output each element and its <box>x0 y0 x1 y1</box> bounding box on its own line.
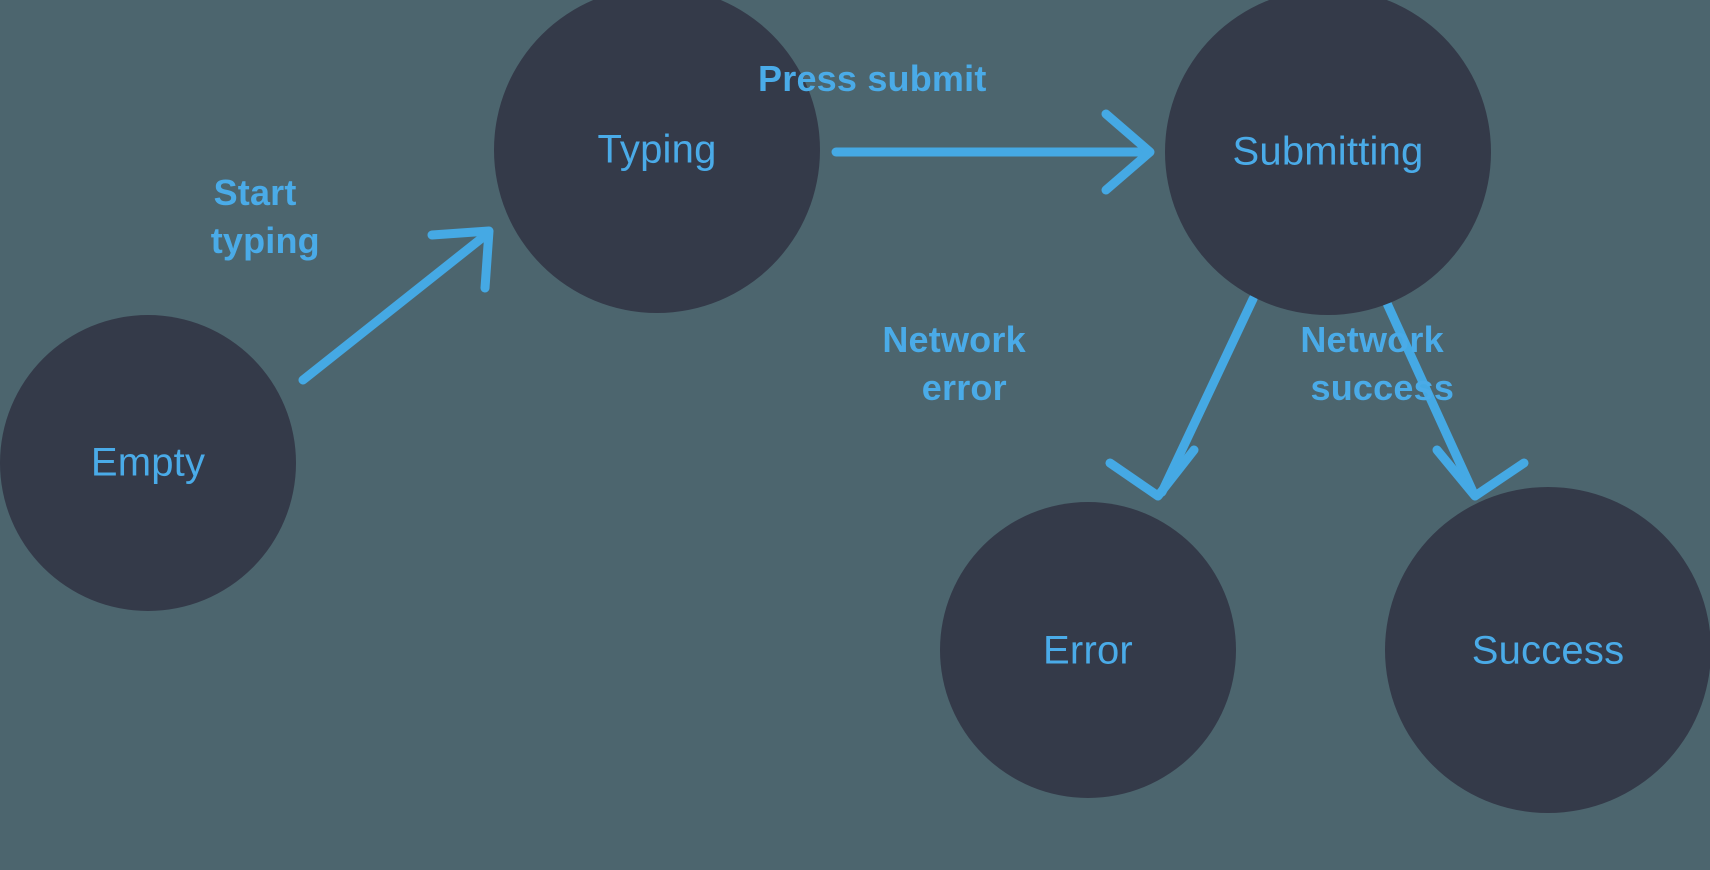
state-node-success[interactable]: Success <box>1385 487 1710 813</box>
state-circle-typing[interactable] <box>494 0 820 313</box>
transition-label-network-error-line-1: Network <box>882 319 1026 360</box>
state-circle-error[interactable] <box>940 502 1236 798</box>
transition-label-network-success-line-2: success <box>1311 367 1455 408</box>
state-label-error: Error <box>1043 629 1133 673</box>
state-label-typing: Typing <box>597 128 716 172</box>
transition-labels: Start typing Press submit Network error … <box>211 58 1535 408</box>
transition-label-network-success-line-1: Network <box>1300 319 1444 360</box>
transition-label-press-submit-line-1: Press submit <box>758 58 987 99</box>
start-typing-arrowhead <box>427 226 494 293</box>
transition-label-press-submit: Press submit <box>758 58 1058 99</box>
state-nodes: Empty Typing Submitting Error Success <box>0 0 1710 813</box>
transition-start-typing <box>298 226 494 385</box>
state-circle-empty[interactable] <box>0 315 296 611</box>
state-label-empty: Empty <box>91 441 205 485</box>
start-typing-arrow-line <box>298 229 492 385</box>
network-error-arrowhead <box>1105 445 1199 501</box>
state-label-submitting: Submitting <box>1233 130 1424 174</box>
transition-label-start-typing-line-2: typing <box>211 220 320 261</box>
state-node-empty[interactable]: Empty <box>0 315 296 611</box>
transition-network-error <box>1105 294 1258 501</box>
transition-label-network-error-line-2: error <box>922 367 1007 408</box>
press-submit-arrowhead <box>1101 109 1155 195</box>
transition-label-network-success: Network success <box>1300 319 1535 408</box>
network-success-arrow-line <box>1380 294 1478 497</box>
state-node-submitting[interactable]: Submitting <box>1165 0 1491 315</box>
transition-label-network-error: Network error <box>882 319 1117 408</box>
state-circle-success[interactable] <box>1385 487 1710 813</box>
transition-label-start-typing-line-1: Start <box>214 172 297 213</box>
state-label-success: Success <box>1472 629 1625 673</box>
state-circle-submitting[interactable] <box>1165 0 1491 315</box>
network-error-arrow-line <box>1157 294 1258 497</box>
state-node-error[interactable]: Error <box>940 502 1236 798</box>
transition-press-submit <box>831 109 1155 195</box>
transition-network-success <box>1380 294 1529 501</box>
transition-label-start-typing: Start typing <box>211 172 392 261</box>
state-node-typing[interactable]: Typing <box>494 0 820 313</box>
network-success-arrowhead <box>1432 445 1529 501</box>
transition-edges <box>298 109 1529 501</box>
